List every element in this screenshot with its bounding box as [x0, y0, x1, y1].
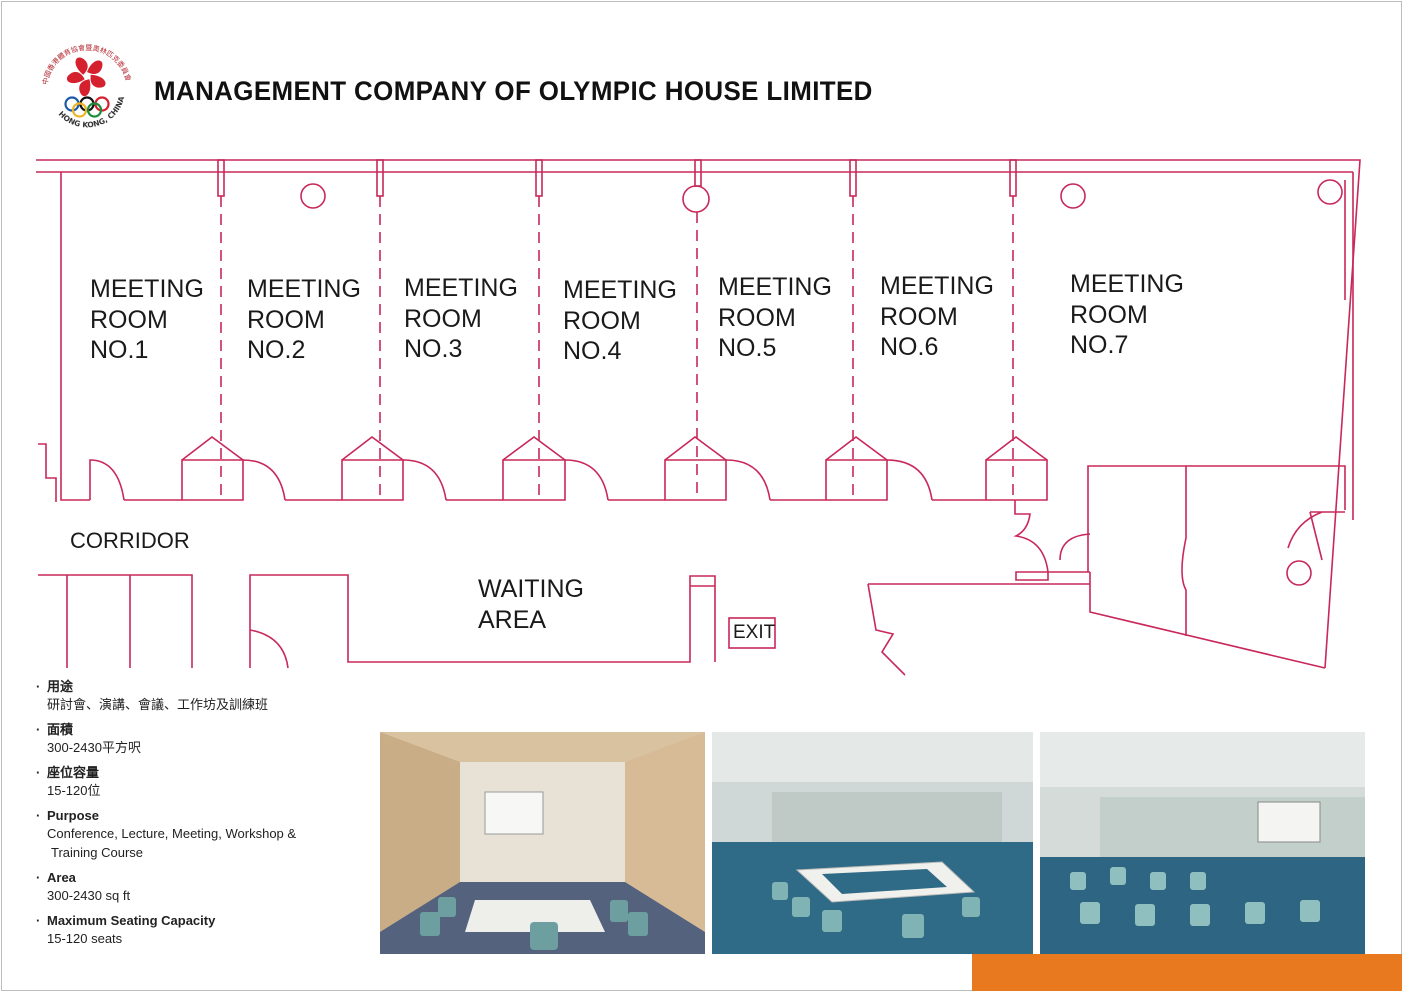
- meeting-room-photo-3: [1040, 732, 1365, 954]
- info-item-area: Area 300-2430 sq ft: [36, 869, 356, 905]
- page-title: MANAGEMENT COMPANY OF OLYMPIC HOUSE LIMI…: [154, 76, 873, 106]
- info-item-capacity-zh: 座位容量 15-120位: [36, 764, 356, 800]
- accent-bar: [972, 954, 1402, 991]
- meeting-room-photo-1: [380, 732, 705, 954]
- info-item-capacity: Maximum Seating Capacity 15-120 seats: [36, 912, 356, 948]
- info-item-usage-zh: 用途 研討會、演講、會議、工作坊及訓練班: [36, 678, 356, 714]
- olympic-committee-logo: 中國香港體育協會暨奧林匹克委員會 HONG KONG, CHINA: [34, 38, 140, 138]
- meeting-room-photo-2: [712, 732, 1033, 954]
- corridor-label: CORRIDOR: [70, 528, 190, 553]
- room-info-list: 用途 研討會、演講、會議、工作坊及訓練班 面積 300-2430平方呎 座位容量…: [36, 678, 356, 955]
- info-item-area-zh: 面積 300-2430平方呎: [36, 721, 356, 757]
- info-item-purpose: Purpose Conference, Lecture, Meeting, Wo…: [36, 807, 356, 862]
- floor-plan: [36, 159, 1361, 676]
- exit-label: EXIT: [733, 622, 776, 643]
